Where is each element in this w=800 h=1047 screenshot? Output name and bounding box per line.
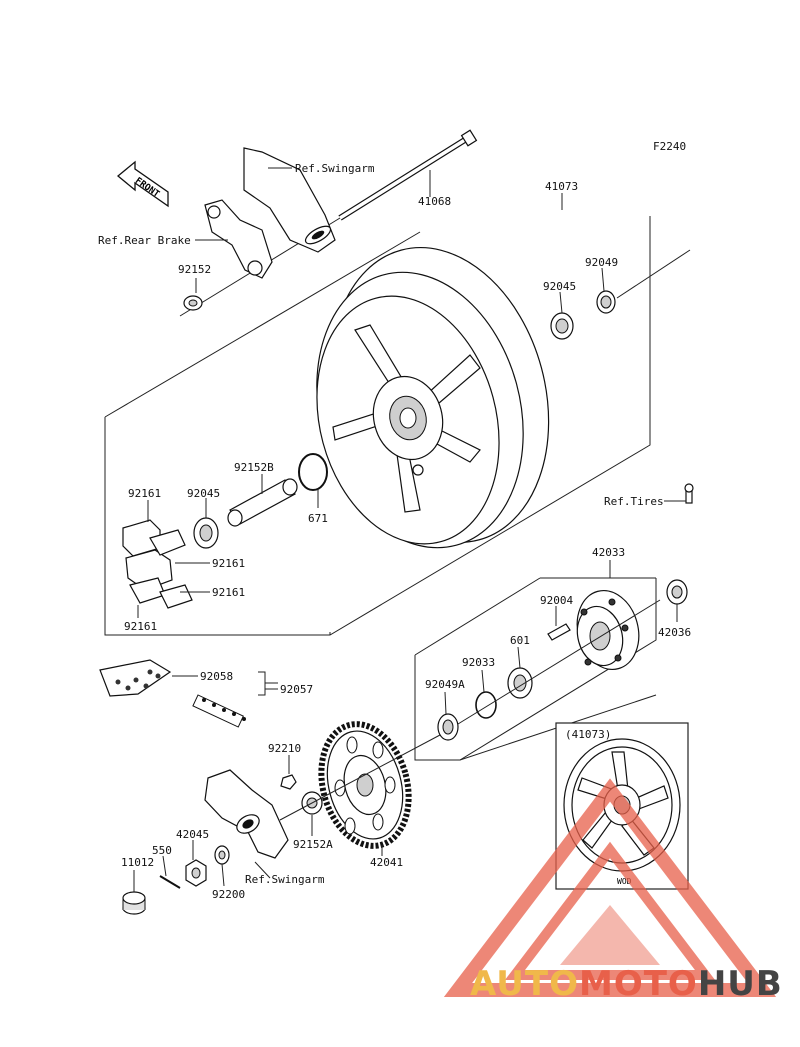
bearing-92045-top <box>550 291 574 340</box>
label-92210: 92210 <box>268 742 301 755</box>
svg-text:AUTOMOTOHUB: AUTOMOTOHUB <box>470 964 783 1004</box>
watermark-hub: HUB <box>698 964 783 1004</box>
label-92161-c: 92161 <box>212 586 245 599</box>
collar-42036 <box>666 579 688 622</box>
circlip-92033 <box>475 669 497 719</box>
label-92045-top: 92045 <box>543 280 576 293</box>
nut-92210 <box>280 755 297 790</box>
label-41068: 41068 <box>418 195 451 208</box>
label-671: 671 <box>308 512 328 525</box>
o-ring-671 <box>298 453 328 508</box>
label-92033: 92033 <box>462 656 495 669</box>
bearing-92045-left <box>193 498 219 549</box>
label-92045-left: 92045 <box>187 487 220 500</box>
label-11012: 11012 <box>121 856 154 869</box>
label-ref-swingarm-top: Ref.Swingarm <box>295 162 375 175</box>
collar-92152a <box>301 791 323 836</box>
collar-92152 <box>183 278 203 311</box>
label-92004: 92004 <box>540 594 573 607</box>
label-92200: 92200 <box>212 888 245 901</box>
swingarm-bracket-top <box>243 147 336 253</box>
label-42033: 42033 <box>592 546 625 559</box>
sleeve-92152b <box>227 474 298 527</box>
label-92057: 92057 <box>280 683 313 696</box>
watermark-auto: AUTO <box>470 964 579 1004</box>
label-92152: 92152 <box>178 263 211 276</box>
label-42041: 42041 <box>370 856 403 869</box>
watermark-logo: AUTOMOTOHUB <box>443 778 783 1004</box>
label-92161-a: 92161 <box>128 487 161 500</box>
label-92049: 92049 <box>585 256 618 269</box>
label-92161-b: 92161 <box>212 557 245 570</box>
label-41073: 41073 <box>545 180 578 193</box>
label-550: 550 <box>152 844 172 857</box>
label-92161-d: 92161 <box>124 620 157 633</box>
label-42045: 42045 <box>176 828 209 841</box>
watermark-moto: MOTO <box>579 964 698 1004</box>
axle-nut-42045 <box>185 840 207 887</box>
rear-brake-bracket <box>195 199 273 279</box>
label-42036: 42036 <box>658 626 691 639</box>
damper-rubbers-92161 <box>122 500 210 618</box>
sprocket-42041 <box>318 721 412 856</box>
assembly-frame <box>104 216 657 761</box>
coupling-42033 <box>576 560 640 671</box>
inset-label: (41073) <box>565 728 611 741</box>
label-92049a: 92049A <box>425 678 465 691</box>
inset-small-text: WOD <box>617 877 632 886</box>
drive-chain-92057 <box>99 659 278 728</box>
label-601: 601 <box>510 634 530 647</box>
label-ref-tires: Ref.Tires <box>604 495 664 508</box>
figure-code: F2240 <box>653 140 686 153</box>
label-ref-rear-brake: Ref.Rear Brake <box>98 234 191 247</box>
swingarm-bracket-bottom <box>204 734 441 879</box>
stud-92004 <box>547 606 571 641</box>
washer-92200 <box>214 845 230 887</box>
front-arrow-icon: FRONT <box>116 160 169 208</box>
rear-wheel-41073 <box>316 193 563 549</box>
cotter-pin-550 <box>159 855 181 889</box>
label-ref-swingarm-bottom: Ref.Swingarm <box>245 873 325 886</box>
bearing-601 <box>507 646 533 699</box>
valve-stem <box>664 483 694 504</box>
label-92058: 92058 <box>200 670 233 683</box>
label-92152b: 92152B <box>234 461 274 474</box>
watermark-triangle-icon <box>443 778 777 997</box>
cap-11012 <box>122 870 146 915</box>
label-92152a: 92152A <box>293 838 333 851</box>
seal-92049a <box>437 691 459 741</box>
part-labels: Ref.Swingarm 41068 41073 Ref.Rear Brake … <box>98 162 691 901</box>
seal-92049-top <box>596 267 616 314</box>
